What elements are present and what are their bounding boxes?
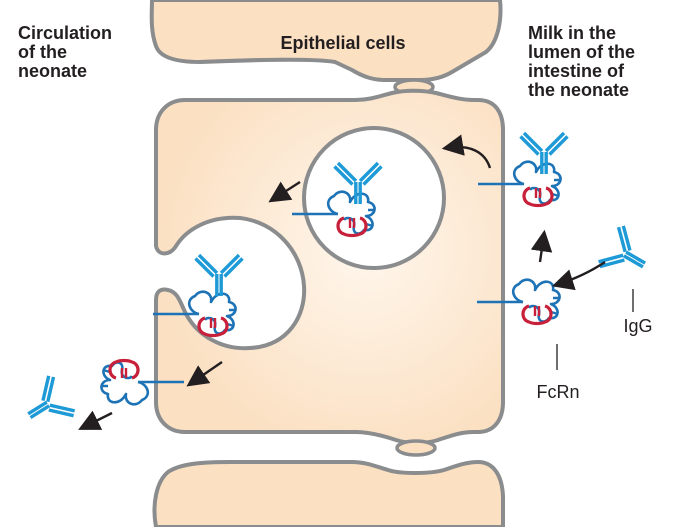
igg-free-lumen: [595, 222, 658, 288]
tight-junction-bottom: [395, 439, 437, 457]
arrows: [78, 134, 606, 430]
fcrn-label: FcRn: [536, 382, 580, 402]
circulation-label: Circulation of the neonate: [18, 23, 113, 81]
epithelial-cells: [149, 0, 505, 529]
igg-released-circulation: [15, 372, 79, 438]
arrow-vesicle-transport: [268, 180, 301, 203]
arrow-endocytosis: [441, 134, 492, 169]
arrow-exocytosis: [186, 361, 223, 387]
arrow-igg-binding: [551, 261, 606, 291]
bottom-epithelial-cell: [152, 459, 505, 529]
vesicle-upper: [302, 126, 446, 270]
arrow-release: [78, 410, 113, 430]
milk-lumen-label: Milk in the lumen of the intestine of th…: [528, 23, 635, 100]
top-epithelial-cell: [149, 0, 503, 82]
igg-bound-apical: [518, 131, 570, 176]
igg-vesicle-lower: [193, 253, 245, 298]
arrow-up: [530, 229, 553, 263]
igg-label: IgG: [623, 316, 653, 336]
epithelial-cells-label: Epithelial cells: [280, 33, 406, 53]
